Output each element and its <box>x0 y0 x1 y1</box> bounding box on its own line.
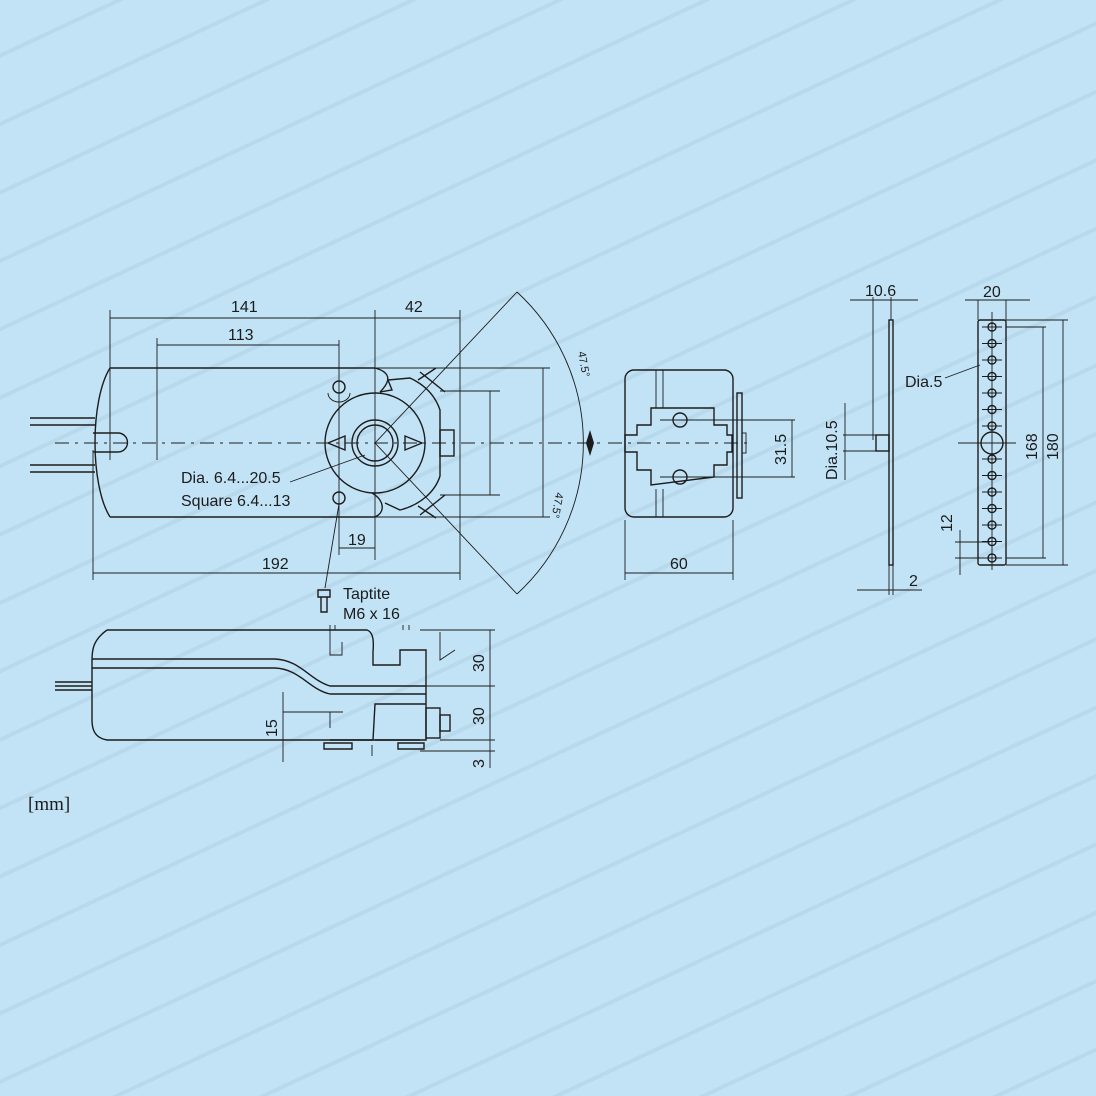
dim-42: 42 <box>405 299 423 316</box>
actuator-side-view: 30 30 3 15 <box>55 625 495 768</box>
dim-180: 180 <box>1045 433 1062 460</box>
dim-15: 15 <box>264 719 281 737</box>
dim-30-bottom: 30 <box>471 707 488 725</box>
dim-19: 19 <box>348 532 366 549</box>
angle-bottom-label: 47.5° <box>549 491 565 519</box>
dim-2: 2 <box>909 573 918 590</box>
dim-192: 192 <box>262 556 289 573</box>
dim-3: 3 <box>471 759 488 768</box>
screw-name-label: Taptite <box>343 586 390 603</box>
dim-30-top: 30 <box>471 654 488 672</box>
actuator-top-view: 47.5° 47.5° 141 42 113 19 192 Dia. 6.4..… <box>30 291 600 623</box>
dim-10-6: 10.6 <box>865 283 896 300</box>
dim-dia-10-5: Dia.10.5 <box>824 420 841 480</box>
screw-icon <box>317 589 331 613</box>
dim-12: 12 <box>939 514 956 532</box>
screw-size-label: M6 x 16 <box>343 606 400 623</box>
mounting-strip-view: 20 Dia.5 168 180 12 <box>905 284 1068 575</box>
actuator-front-view: 31.5 60 <box>608 369 795 580</box>
angle-top-label: 47.5° <box>575 350 591 378</box>
shaft-square-label: Square 6.4...13 <box>181 493 291 510</box>
dim-141: 141 <box>231 299 258 316</box>
unit-label: [mm] <box>28 794 70 815</box>
mounting-plate-side-view: 10.6 Dia.10.5 2 <box>824 283 922 595</box>
dim-113: 113 <box>228 327 254 344</box>
dim-168: 168 <box>1024 433 1041 460</box>
shaft-diameter-label: Dia. 6.4...20.5 <box>181 470 281 487</box>
dim-60: 60 <box>670 556 688 573</box>
dim-31-5: 31.5 <box>773 434 790 465</box>
dim-20: 20 <box>983 284 1001 301</box>
hole-dia-5-label: Dia.5 <box>905 374 942 391</box>
